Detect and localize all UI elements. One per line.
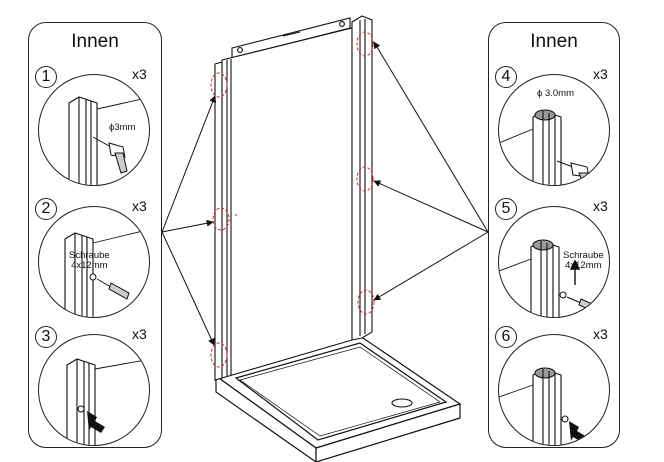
step-2-qty: x3 <box>132 198 147 214</box>
step-6-detail <box>498 334 610 446</box>
step-2-detail: Schraube 4x12mm <box>38 206 150 318</box>
drill-size-label: ϕ3mm <box>109 122 136 133</box>
screw-icon <box>559 291 600 314</box>
profile-illustration <box>68 96 149 185</box>
left-panel-title: Innen <box>71 31 119 52</box>
step-4-number: 4 <box>495 66 517 88</box>
screw-size-label: Schraube 4x12mm <box>69 251 110 271</box>
screw-label-line1: Schraube <box>563 250 604 261</box>
step-5-detail: Schraube 4x12mm <box>498 206 610 318</box>
left-leader-arrows <box>161 95 216 346</box>
highlight-circles <box>210 31 375 368</box>
step-5-number: 5 <box>495 198 517 220</box>
arrow-icon <box>87 411 105 433</box>
step-6-qty: x3 <box>593 326 608 342</box>
step-1-qty: x3 <box>132 66 147 82</box>
step-6-number: 6 <box>495 326 517 348</box>
arrow-icon <box>569 421 587 443</box>
right-panel-title: Innen <box>530 31 578 52</box>
step-2-number: 2 <box>35 198 57 220</box>
profile-illustration <box>499 367 569 445</box>
profile-illustration <box>64 229 149 317</box>
screw-label-line1: Schraube <box>69 250 110 261</box>
profile-illustration <box>499 239 560 317</box>
screw-size-label: Schraube 4x12mm <box>563 251 604 271</box>
screw-label-line2: 4x12mm <box>565 260 602 271</box>
left-wall-profile <box>214 61 223 381</box>
shower-tray <box>214 335 462 462</box>
step-1-number: 1 <box>35 66 57 88</box>
step-3-qty: x3 <box>132 326 147 342</box>
drill-size-label: ϕ 3.0mm <box>537 88 574 99</box>
screw-icon <box>89 273 130 300</box>
step-4-qty: x3 <box>593 66 608 82</box>
step-4-detail: ϕ 3.0mm <box>498 74 610 186</box>
drain-hole <box>391 398 413 408</box>
drill-icon <box>556 160 592 185</box>
screw-label-line2: 4x12mm <box>71 260 108 271</box>
step-1-detail: ϕ3mm <box>38 74 150 186</box>
glass-panel <box>221 27 353 379</box>
right-leader-arrows <box>373 41 489 301</box>
right-wall-profile <box>351 15 373 341</box>
step-3-number: 3 <box>35 326 57 348</box>
step-3-detail <box>38 334 150 446</box>
drill-icon <box>92 136 128 174</box>
profile-illustration <box>66 358 149 445</box>
profile-illustration <box>499 109 562 185</box>
step-5-qty: x3 <box>593 198 608 214</box>
arrow-icon <box>569 259 581 285</box>
